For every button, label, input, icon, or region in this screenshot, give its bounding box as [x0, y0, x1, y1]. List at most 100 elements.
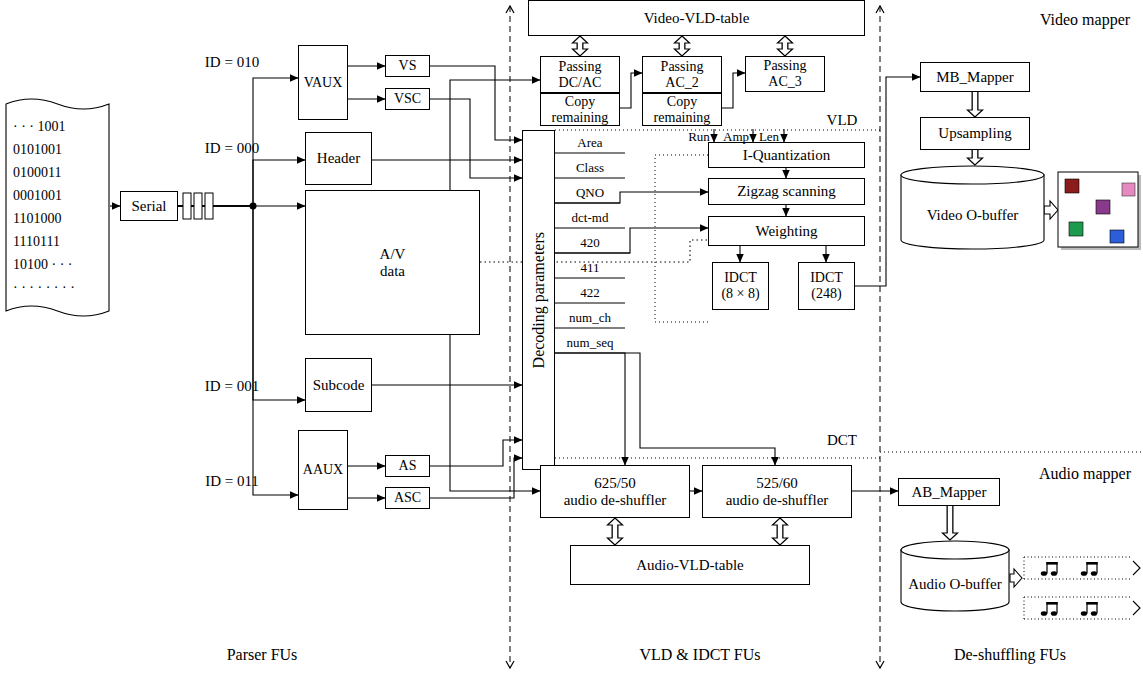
music-notes: [1041, 602, 1058, 616]
parameter-lines: [555, 153, 630, 328]
node-label: IDCT (248): [805, 270, 849, 301]
connector: [430, 440, 522, 466]
pixel-block: [1065, 179, 1079, 193]
signal-arrow: [783, 129, 784, 142]
node-label: AB_Mapper: [912, 484, 987, 501]
dotted-region: [655, 155, 708, 322]
process-box: Serial: [120, 191, 178, 221]
arrow-line: [430, 99, 522, 178]
node-label: AAUX: [303, 462, 343, 478]
node-label: I-Quantization: [743, 147, 830, 164]
text-label: VLD & IDCT FUs: [639, 647, 760, 663]
node-label: Video O-buffer: [927, 207, 1019, 224]
node-label: Weighting: [755, 223, 817, 240]
connector: [372, 160, 522, 161]
node-label: VAUX: [304, 75, 343, 91]
node-label: Decoding parameters: [530, 232, 548, 368]
process-box: Header: [305, 132, 372, 185]
text-label: 411: [580, 261, 599, 274]
node-label: Passing AC_3: [746, 58, 824, 89]
text-label: Amp: [723, 130, 749, 143]
storage-cylinder: Audio O-buffer: [900, 540, 1010, 612]
node-label: AS: [399, 458, 417, 474]
bit-rows: · · · 1001010100101000110001001110100011…: [13, 115, 75, 299]
arrow-shaft-inner: [680, 42, 684, 51]
arrow-line: [178, 206, 298, 495]
text-label: num_seq: [567, 336, 614, 349]
process-box: VSC: [385, 88, 430, 110]
text-label: ID = 001: [205, 379, 259, 394]
shift-register-cell: [205, 193, 213, 219]
text-label: dct-md: [572, 211, 609, 224]
text-label: Area: [577, 136, 602, 149]
partition-line: [510, 6, 511, 668]
box-section: Passing DC/AC: [541, 57, 619, 92]
parameter-line: [555, 228, 625, 229]
arrow-line: [348, 65, 385, 66]
node-label: Passing DC/AC: [541, 59, 619, 90]
process-box: Zigzag scanning: [708, 178, 865, 205]
signal-arrow: [752, 129, 753, 142]
track-arrow: [1133, 561, 1140, 575]
connector: [786, 205, 787, 216]
arrow-line: [178, 78, 298, 206]
process-box: VAUX: [298, 45, 348, 120]
text-label: ID = 000: [205, 141, 259, 156]
text-label: Audio mapper: [1039, 466, 1131, 482]
bit-row: · · · 1001: [13, 115, 75, 138]
process-box: Passing DC/AC Copy remaining: [540, 56, 620, 126]
connector: [740, 246, 741, 262]
video-frame: [1058, 172, 1138, 247]
cylinder-top: [901, 541, 1009, 559]
track-line: [1024, 557, 1132, 558]
connector: [555, 228, 708, 253]
track-line: [1024, 597, 1132, 598]
arrow-shaft-inner: [783, 42, 787, 51]
audio-tracks: [1024, 557, 1132, 619]
process-box: Audio-VLD-table: [570, 545, 810, 585]
text-label: num_ch: [569, 311, 611, 324]
box-section: Copy remaining: [643, 92, 721, 125]
cylinder-top: [901, 166, 1044, 184]
arrow-line: [348, 497, 385, 498]
connector: [348, 99, 385, 100]
parameter-line: [555, 303, 625, 304]
text-label: Len: [759, 130, 779, 143]
node-label: audio de-shuffler: [726, 492, 829, 509]
process-box: I-Quantization: [708, 142, 865, 168]
process-box: Upsampling: [920, 117, 1030, 150]
text-label: Run: [688, 130, 710, 143]
process-box: Passing AC_2Copy remaining: [642, 56, 722, 126]
box-section: Copy remaining: [541, 92, 619, 125]
arrow-line: [110, 205, 120, 206]
connector: [110, 206, 120, 207]
node-label: Video-VLD-table: [644, 10, 750, 27]
cylinder-label-area: Audio O-buffer: [900, 560, 1010, 608]
connector: [968, 92, 983, 117]
process-box: IDCT (8 × 8): [712, 262, 769, 310]
text-label: Video mapper: [1040, 12, 1130, 28]
track-line: [1024, 557, 1025, 579]
arrow-line: [430, 440, 522, 466]
connector: [348, 466, 385, 467]
node-label: 625/50: [594, 475, 636, 492]
node-label: Copy remaining: [541, 94, 619, 125]
connector: [178, 206, 298, 495]
node-label: audio de-shuffler: [564, 492, 667, 509]
text-label: ID = 011: [205, 474, 259, 489]
connector: [826, 246, 827, 262]
parameter-line: [555, 278, 625, 279]
text-label: ID = 010: [205, 55, 259, 70]
music-notes: [1081, 602, 1098, 616]
partition-line: [880, 6, 881, 668]
connector: [372, 385, 522, 386]
arrow-shaft-inner: [613, 524, 617, 540]
connector: [690, 491, 702, 492]
node-label: MB_Mapper: [936, 69, 1014, 86]
text-label: 422: [580, 286, 600, 299]
arrow-shaft-inner: [973, 150, 977, 159]
connector: [786, 168, 787, 178]
arrow-line: [430, 66, 522, 140]
